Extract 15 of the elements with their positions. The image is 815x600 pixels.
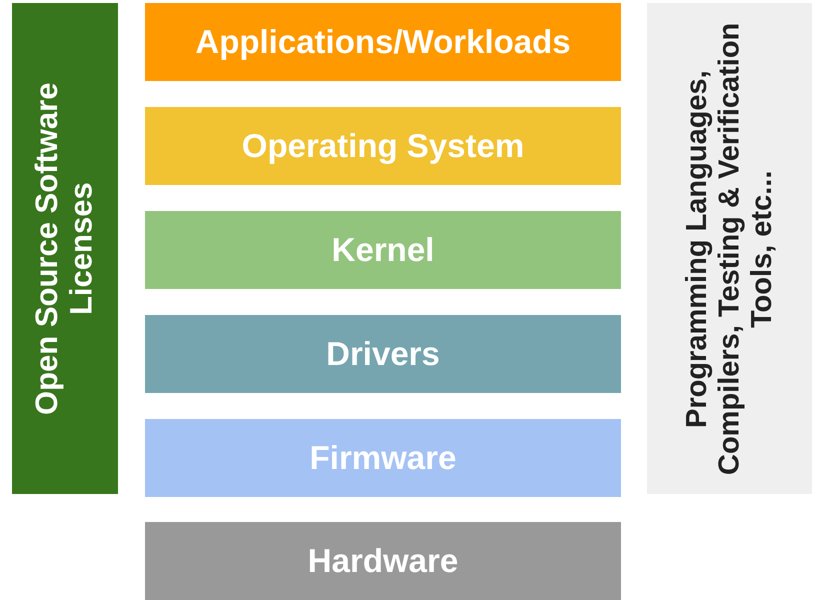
license-band bbox=[12, 3, 118, 494]
layer-label: Drivers bbox=[326, 336, 440, 372]
layer-bar bbox=[145, 3, 621, 81]
layer-label: Operating System bbox=[242, 128, 524, 164]
layer-label: Applications/Workloads bbox=[195, 24, 571, 60]
vertical-label: Programming Languages, Compilers, Testing & Verification Tools, etc... bbox=[680, 21, 778, 477]
layer-bar bbox=[145, 211, 621, 289]
vertical-label: Open Source Software Licenses bbox=[30, 81, 100, 417]
layer-bar bbox=[145, 522, 621, 600]
layer-bar bbox=[145, 315, 621, 393]
layer-bar bbox=[145, 107, 621, 185]
layer-bar bbox=[145, 419, 621, 497]
layer-label: Hardware bbox=[308, 542, 458, 580]
layer-label: Kernel bbox=[332, 232, 434, 268]
layer-label: Firmware bbox=[310, 440, 456, 476]
